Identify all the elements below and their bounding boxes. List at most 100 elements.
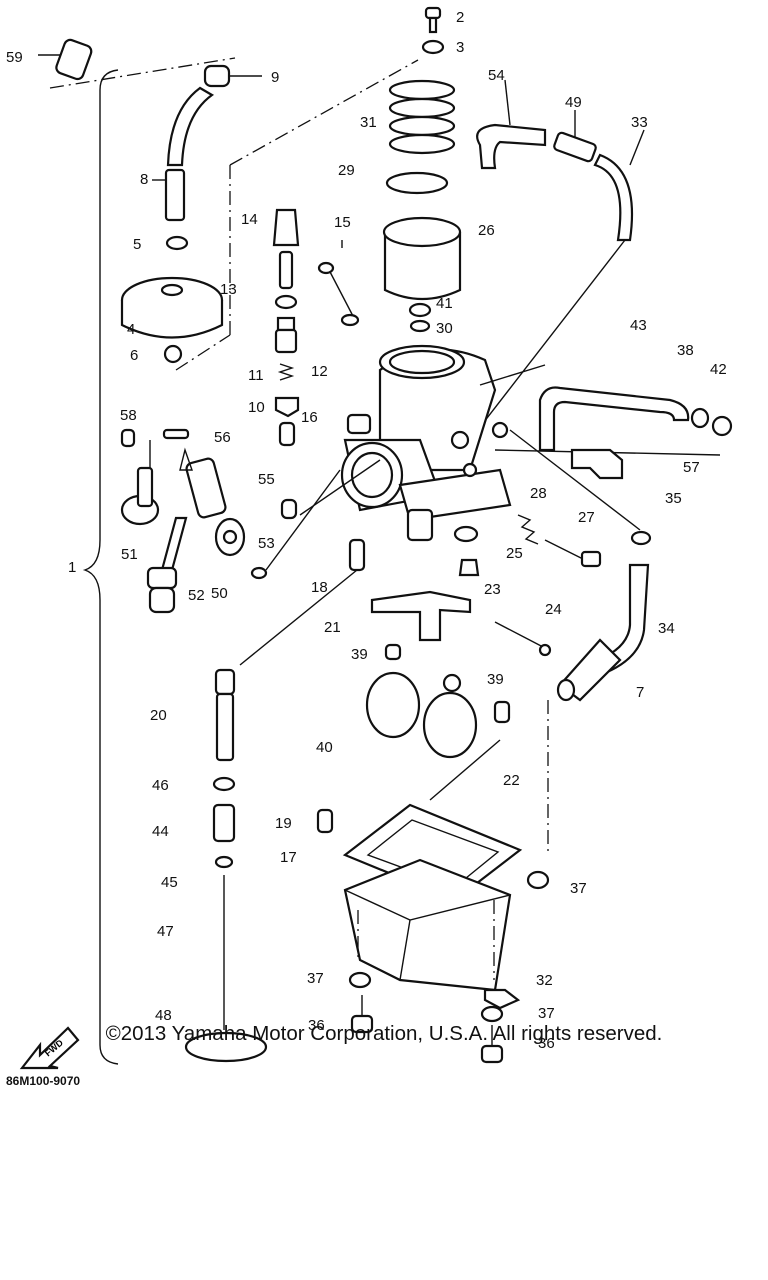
part-label: 17 [280, 849, 297, 866]
part-label: 50 [211, 585, 228, 602]
part-label: 44 [152, 823, 169, 840]
part-label: 18 [311, 579, 328, 596]
part-label: 51 [121, 546, 138, 563]
part-label: 30 [436, 320, 453, 337]
part-label: 48 [155, 1007, 172, 1024]
part-37-washer-a [348, 971, 372, 989]
part-58-clip [120, 428, 136, 448]
part-2-screw [424, 6, 442, 34]
part-23-jet [458, 558, 480, 577]
part-59-sleeve [38, 38, 93, 81]
part-label: 38 [677, 342, 694, 359]
part-label: 10 [248, 399, 265, 416]
part-40-floats [365, 671, 478, 759]
part-53-oring [250, 566, 268, 580]
part-43-hose [538, 386, 690, 452]
part-label: 15 [334, 214, 351, 231]
part-label: 26 [478, 222, 495, 239]
part-label: 41 [436, 295, 453, 312]
part-4-cap [120, 276, 224, 339]
part-label: 1 [68, 559, 76, 576]
part-8-hose [166, 86, 215, 167]
part-11-spring [277, 363, 295, 381]
part-label: 11 [248, 367, 264, 384]
part-7-boot [556, 638, 622, 702]
part-39-plug [384, 643, 402, 661]
part-label: 40 [316, 739, 333, 756]
part-label: 46 [152, 777, 169, 794]
part-label: 3 [456, 39, 464, 56]
part-label: 24 [545, 601, 562, 618]
part-label: 32 [536, 972, 553, 989]
part-label: 4 [127, 321, 135, 338]
part-48-disc [184, 1031, 268, 1063]
part-label: 35 [665, 490, 682, 507]
part-42-cap [711, 415, 733, 437]
part-56-fitting [162, 428, 190, 440]
part-6-screw [163, 344, 183, 364]
part-label: 37 [570, 880, 587, 897]
part-label: 16 [301, 409, 318, 426]
part-27-screw [544, 539, 602, 568]
part-label: 14 [241, 211, 258, 228]
part-24-pin [494, 621, 546, 649]
part-35-clip [630, 530, 652, 546]
part-20-nozzle [214, 668, 236, 762]
part-label: 47 [157, 923, 174, 940]
part-label: 25 [506, 545, 523, 562]
part-label: 37 [538, 1005, 555, 1022]
part-51-cable [146, 516, 188, 614]
part-14-cap [272, 208, 300, 247]
part-57-bracket [570, 448, 624, 480]
part-label: 39 [351, 646, 368, 663]
copyright-notice: ©2013 Yamaha Motor Corporation, U.S.A. A… [105, 1022, 663, 1045]
part-label: 7 [636, 684, 644, 701]
part-label: 21 [324, 619, 341, 636]
part-44-jet [212, 803, 236, 843]
part-52-clamp [120, 466, 160, 526]
part-28-spring [517, 514, 539, 545]
part-45-oring [214, 855, 234, 869]
carburetor-body [340, 344, 512, 542]
carburetor-exploded-diagram: FWD 123456789101112131415161718192021222… [6, 6, 733, 1070]
part-37-washer-b [480, 1005, 504, 1023]
part-label: 39 [487, 671, 504, 688]
part-50-nut [214, 517, 246, 557]
part-label: 45 [161, 874, 178, 891]
part-39-plug-b [442, 673, 462, 693]
part-label: 55 [258, 471, 275, 488]
part-label: 27 [578, 509, 595, 526]
part-55-jet [280, 498, 298, 520]
part-label: 53 [258, 535, 275, 552]
part-label: 37 [307, 970, 324, 987]
part-46-washer [212, 776, 236, 792]
part-3-washer [421, 39, 445, 55]
part-13-adjuster [274, 250, 298, 310]
part-label: 57 [683, 459, 700, 476]
part-15-needle [317, 261, 360, 327]
part-label: 42 [710, 361, 727, 378]
part-25-washer [453, 525, 479, 543]
part-21-float-arm [370, 590, 472, 642]
part-label: 8 [140, 171, 148, 188]
part-37-clip [526, 870, 550, 890]
part-label: 22 [503, 772, 520, 789]
part-label: 56 [214, 429, 231, 446]
part-label: 31 [360, 114, 377, 131]
part-label: 13 [220, 281, 237, 298]
part-33-hose [593, 153, 634, 242]
part-label: 19 [275, 815, 292, 832]
assembly-bracket [82, 69, 119, 1065]
part-9-nut [203, 64, 231, 88]
part-5-oring [165, 235, 189, 251]
part-label: 36 [308, 1017, 325, 1034]
part-label: 58 [120, 407, 137, 424]
part-label: 9 [271, 69, 279, 86]
part-10-plate [274, 396, 300, 418]
part-19-jet [316, 808, 334, 834]
part-label: 54 [488, 67, 505, 84]
part-22-screw [493, 700, 511, 724]
part-label: 6 [130, 347, 138, 364]
part-label: 52 [188, 587, 205, 604]
float-bowl [343, 858, 512, 992]
